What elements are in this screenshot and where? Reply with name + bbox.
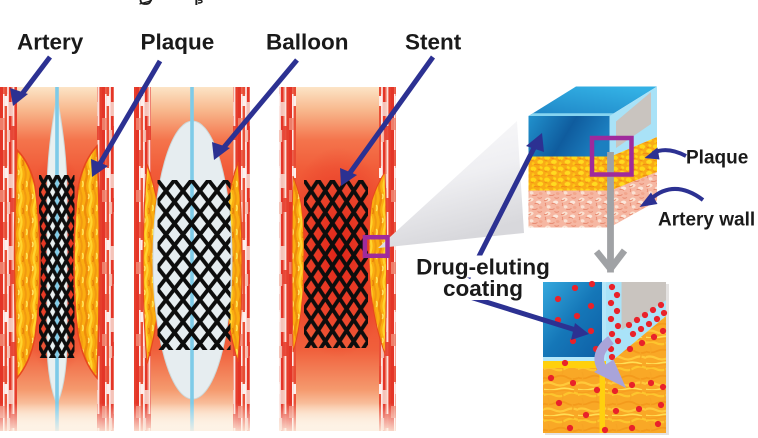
svg-text:Plaque: Plaque bbox=[686, 148, 748, 169]
svg-text:Drug-eluting: Drug-eluting bbox=[416, 255, 550, 280]
svg-text:Artery wall: Artery wall bbox=[658, 210, 755, 231]
svg-text:Plaque: Plaque bbox=[141, 30, 215, 55]
svg-text:Artery: Artery bbox=[17, 30, 84, 55]
svg-text:coating: coating bbox=[443, 276, 523, 301]
svg-text:Stent: Stent bbox=[405, 30, 462, 55]
svg-text:Balloon: Balloon bbox=[266, 30, 349, 55]
